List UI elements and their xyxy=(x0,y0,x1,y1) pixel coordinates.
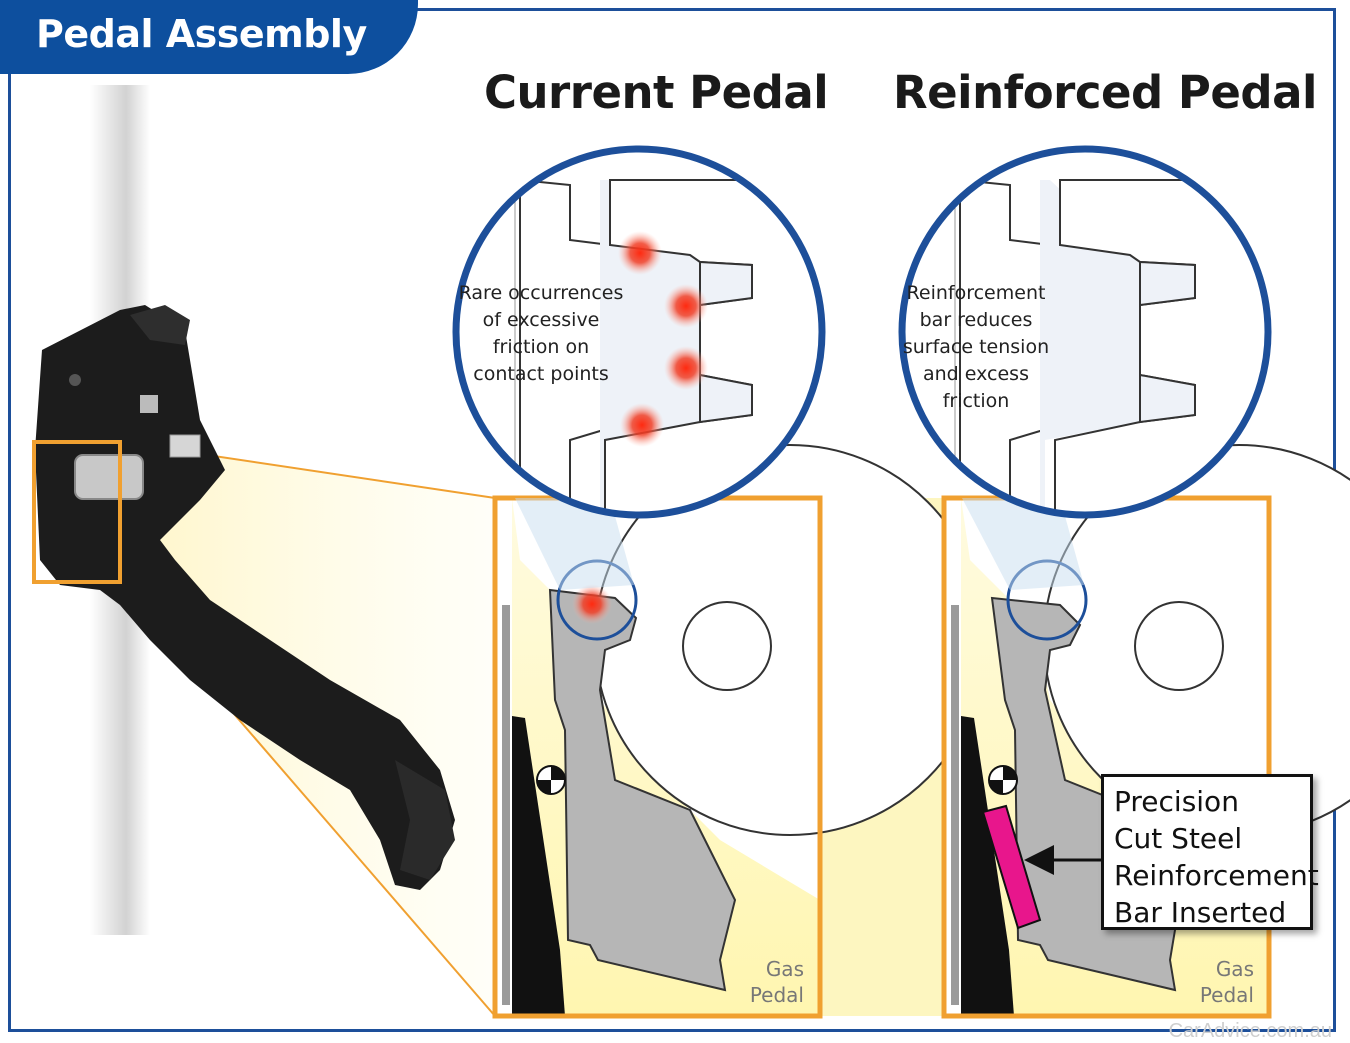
header-badge-label: Pedal Assembly xyxy=(36,12,367,56)
current-pedal-callout: Rare occurrences of excessive friction o… xyxy=(458,282,624,385)
header-badge: Pedal Assembly xyxy=(0,0,418,74)
reinforced-pedal-callout: Reinforcement bar reduces surface tensio… xyxy=(902,282,1050,412)
watermark: CarAdvice.com.au xyxy=(1168,1020,1332,1042)
zoom-source-box xyxy=(32,440,122,584)
reinforcement-legend-text: Precision Cut Steel Reinforcement Bar In… xyxy=(1114,785,1319,929)
reinforcement-legend: Precision Cut Steel Reinforcement Bar In… xyxy=(1101,774,1319,930)
reinforced-pedal-title: Reinforced Pedal xyxy=(893,66,1317,119)
reinforced-gas-pedal-label: Gas Pedal xyxy=(1199,957,1254,1007)
reinforced-pedal-magnifier xyxy=(898,145,1272,519)
right-magnifier-cone xyxy=(962,498,1084,590)
current-pedal-title: Current Pedal xyxy=(484,66,829,119)
left-magnifier-cone xyxy=(515,498,634,590)
current-pedal-magnifier xyxy=(452,145,826,519)
pedal-assembly-image xyxy=(35,305,455,890)
current-gas-pedal-label: Gas Pedal xyxy=(749,957,804,1007)
current-pedal-panel xyxy=(495,444,986,1016)
reinforcement-bar xyxy=(981,804,1042,930)
